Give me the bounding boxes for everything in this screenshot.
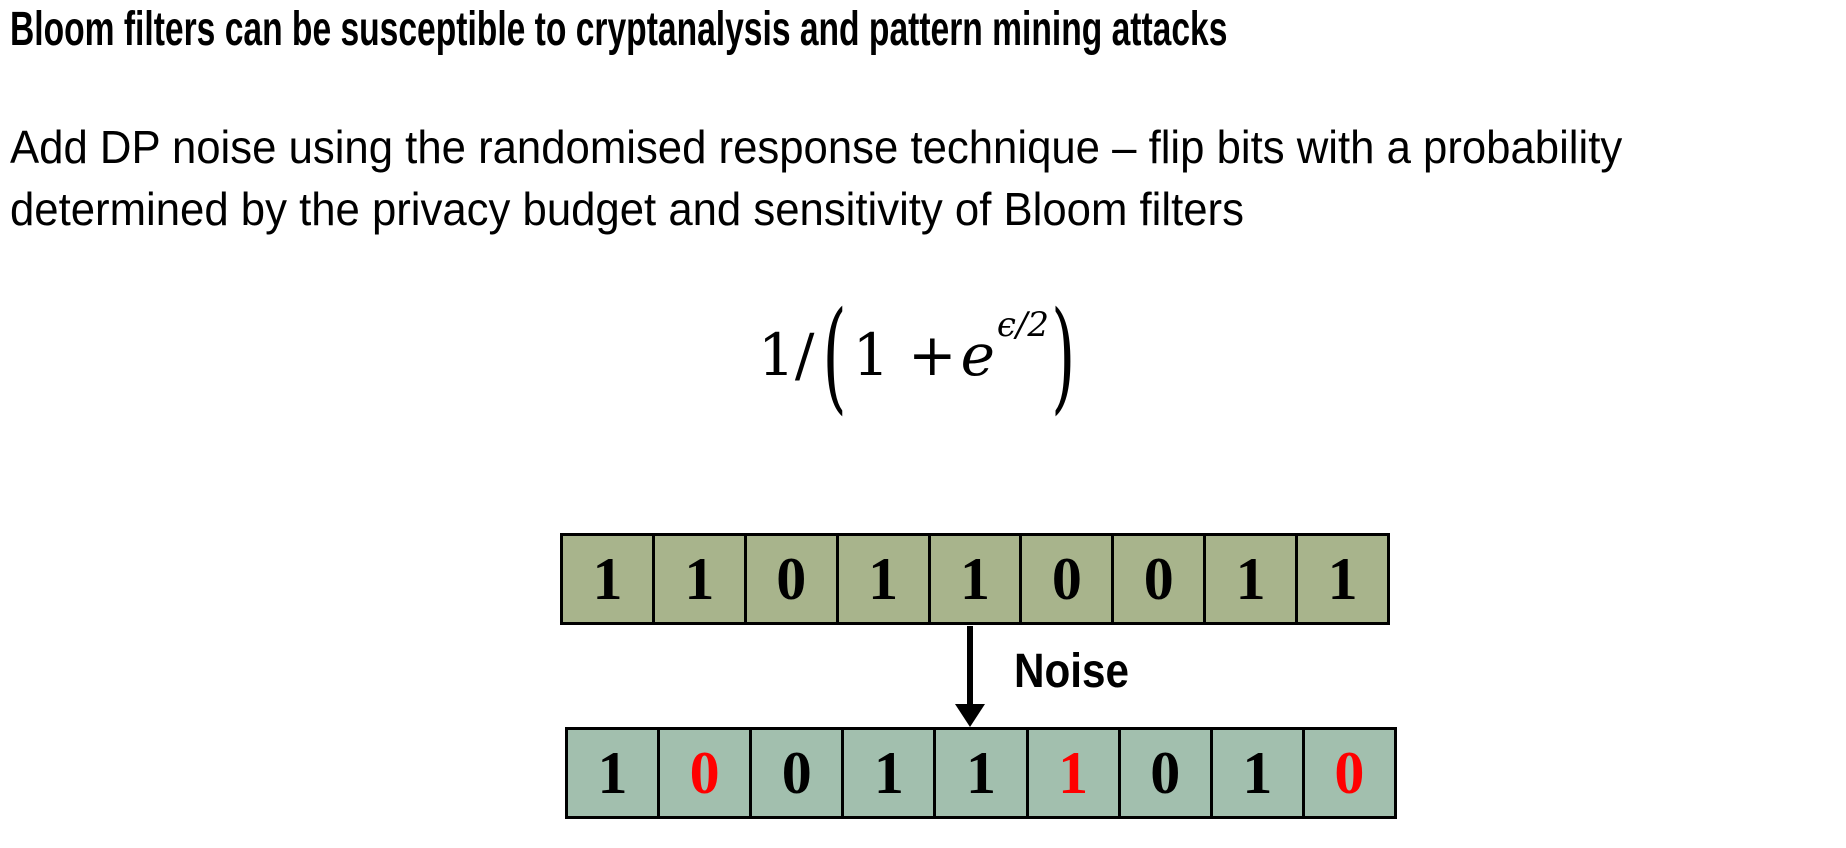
- original-bit-cell: 1: [1203, 536, 1296, 622]
- noisy-bit-cell: 0: [657, 730, 750, 816]
- noisy-bit-cell: 0: [749, 730, 842, 816]
- original-bit-cell: 0: [1111, 536, 1204, 622]
- original-bit-cell: 0: [743, 536, 836, 622]
- noisy-bit-cell: 1: [841, 730, 934, 816]
- noisy-bit-cell: 0: [1301, 730, 1394, 816]
- formula-euler-e: e: [960, 321, 995, 389]
- slide-body: Add DP noise using the randomised respon…: [10, 116, 1622, 240]
- noise-arrow-label: Noise: [1014, 645, 1130, 698]
- noisy-bit-cell: 1: [1025, 730, 1118, 816]
- original-bit-cell: 1: [563, 536, 652, 622]
- randomised-response-formula: 1/ ( 1 + e ϵ/2 ): [758, 280, 1077, 430]
- formula-open-paren: (: [822, 283, 847, 427]
- original-bit-cell: 1: [927, 536, 1020, 622]
- noise-arrow-head-icon: [955, 704, 985, 727]
- original-bit-cell: 1: [651, 536, 744, 622]
- noisy-bloom-filter-row: 1 0 0 1 1 1 0 1 0: [565, 727, 1397, 819]
- noisy-bit-cell: 0: [1117, 730, 1210, 816]
- formula-base: 1 +: [852, 321, 957, 389]
- formula-exponent: ϵ/2: [996, 305, 1050, 345]
- formula-close-paren: ): [1051, 283, 1076, 427]
- formula-prefix: 1/: [758, 321, 815, 389]
- original-bit-cell: 1: [1295, 536, 1388, 622]
- noisy-bit-cell: 1: [1209, 730, 1302, 816]
- original-bit-cell: 1: [835, 536, 928, 622]
- noisy-bit-cell: 1: [933, 730, 1026, 816]
- original-bit-cell: 0: [1019, 536, 1112, 622]
- noise-arrow-line: [967, 626, 973, 706]
- body-line-2: determined by the privacy budget and sen…: [10, 183, 1244, 235]
- noisy-bit-cell: 1: [568, 730, 658, 816]
- original-bloom-filter-row: 1 1 0 1 1 0 0 1 1: [560, 533, 1390, 625]
- slide-title: Bloom filters can be susceptible to cryp…: [10, 3, 1228, 56]
- body-line-1: Add DP noise using the randomised respon…: [10, 121, 1623, 173]
